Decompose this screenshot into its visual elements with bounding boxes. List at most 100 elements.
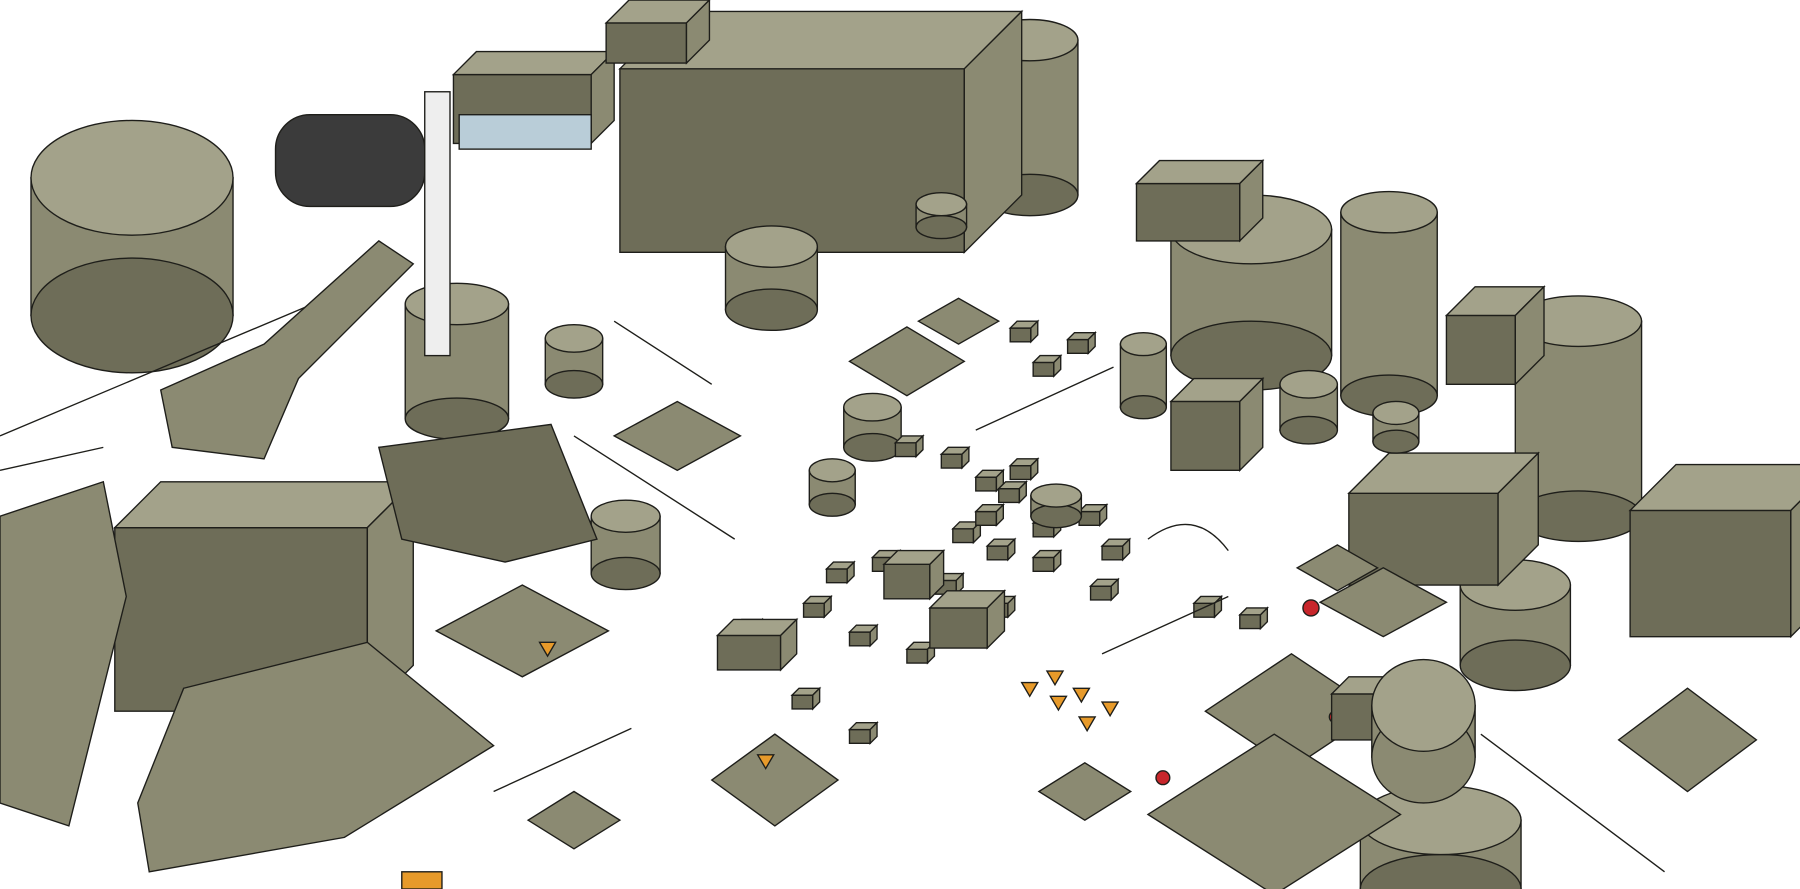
small-component-25-side [995, 503, 1005, 528]
small-component-9-side [823, 594, 832, 619]
control-box-side [986, 589, 1006, 650]
breather-cap-base [1279, 415, 1339, 445]
small-component-17-front [998, 487, 1021, 504]
warning-triangle-5 [1077, 716, 1097, 733]
turbine-base [377, 423, 598, 563]
cover-plate-3 [916, 297, 1001, 345]
filter-cylinder-top [1340, 190, 1438, 234]
small-component-10-front [848, 631, 871, 647]
warning-triangle-2 [1072, 687, 1091, 704]
flat-panel [710, 733, 840, 827]
small-component-6-side [1099, 503, 1108, 528]
cap-lid-base [915, 214, 968, 240]
junction-box-front [1170, 400, 1241, 471]
coil-unit-top [590, 499, 661, 533]
small-component-20-side [869, 721, 878, 745]
engine-block-top [113, 481, 415, 529]
small-component-27-side [1110, 577, 1119, 602]
valve-body-base [808, 492, 856, 517]
cover-plate-1 [612, 400, 742, 472]
small-canister-top [1372, 400, 1420, 426]
small-component-21-front [894, 442, 917, 458]
battery-box-side [1497, 451, 1539, 587]
coil-unit-base [590, 556, 661, 591]
warning-triangle-0 [1020, 681, 1039, 698]
floor-plate [1037, 762, 1133, 821]
small-component-23-front [1066, 338, 1089, 354]
red-indicator-light [1302, 599, 1320, 617]
small-component-16-side [1259, 606, 1269, 631]
glass-panel [458, 114, 592, 150]
small-component-11-front [906, 648, 929, 664]
small-component-27-front [1089, 585, 1112, 601]
small-component-24-side [1053, 353, 1062, 378]
oil-filter-top [1119, 331, 1168, 357]
cap-lid-top [915, 192, 968, 217]
small-component-6-front [1078, 510, 1101, 527]
terminal-block-side [779, 617, 798, 672]
orange-part [401, 871, 443, 889]
side-housing-top [1628, 463, 1800, 512]
hatch-drum-base [30, 257, 234, 374]
small-component-19-front [791, 694, 814, 710]
cover-plate-2 [848, 326, 966, 397]
small-component-13-front [1032, 556, 1055, 572]
small-component-4-side [1007, 537, 1016, 562]
side-housing-side [1790, 500, 1800, 639]
small-component-24-front [1032, 361, 1055, 377]
mesh-cage-front [605, 22, 688, 64]
rod-3 [493, 727, 632, 793]
small-component-23-side [1087, 330, 1096, 355]
rod-5 [613, 320, 713, 385]
side-housing-front [1629, 509, 1792, 638]
swing-arm [159, 240, 415, 460]
terminal-block-front [716, 634, 782, 671]
warning-triangle-4 [1049, 695, 1068, 712]
valve-body-top [808, 458, 856, 483]
small-component-17-side [1018, 480, 1027, 505]
small-plate-1 [1295, 544, 1379, 592]
small-component-21-side [915, 434, 924, 459]
warning-triangle-6 [756, 754, 775, 770]
hatch-frame [1617, 687, 1758, 793]
small-component-1-front [975, 476, 998, 492]
starter-motor-base [724, 288, 819, 332]
rod-6 [0, 446, 104, 471]
small-component-10-side [869, 623, 878, 648]
small-canister-base [1372, 429, 1420, 454]
small-component-12-side [1007, 594, 1016, 619]
small-component-0-front [940, 453, 963, 469]
filter-cylinder-body [1340, 211, 1438, 397]
small-component-20-front [848, 728, 871, 745]
small-component-25-front [975, 510, 998, 527]
starter-motor-top [724, 225, 819, 268]
wedge-plate [1146, 733, 1402, 889]
motor-housing-front [1445, 314, 1516, 385]
small-component-4-front [986, 545, 1009, 561]
white-pipe [424, 91, 451, 357]
small-component-13-side [1053, 548, 1062, 573]
relay-box-side [929, 548, 945, 601]
junction-box-side [1239, 376, 1264, 472]
small-motor-base [843, 432, 902, 462]
mesh-cage-top [604, 0, 711, 24]
small-component-8-front [825, 568, 848, 584]
small-component-8-side [846, 560, 855, 585]
upper-plate-box-front [1135, 182, 1241, 242]
small-component-22-side [1030, 319, 1039, 344]
grille-panel [526, 790, 622, 850]
gearbox-side [963, 9, 1023, 255]
gearbox-front [619, 68, 965, 254]
small-motor-top [843, 392, 902, 422]
warning-triangle-3 [1100, 701, 1120, 718]
small-component-9-front [802, 602, 825, 618]
small-component-2-front [1009, 465, 1032, 481]
rod-2 [573, 435, 736, 540]
warning-triangle-1 [1045, 670, 1065, 687]
relay-box-front [883, 563, 931, 600]
exhaust-pipe [274, 114, 426, 208]
breather-cap-top [1279, 369, 1339, 399]
hatch-drum-top [30, 119, 234, 236]
small-component-2-side [1030, 457, 1039, 482]
small-component-19-side [812, 686, 821, 711]
